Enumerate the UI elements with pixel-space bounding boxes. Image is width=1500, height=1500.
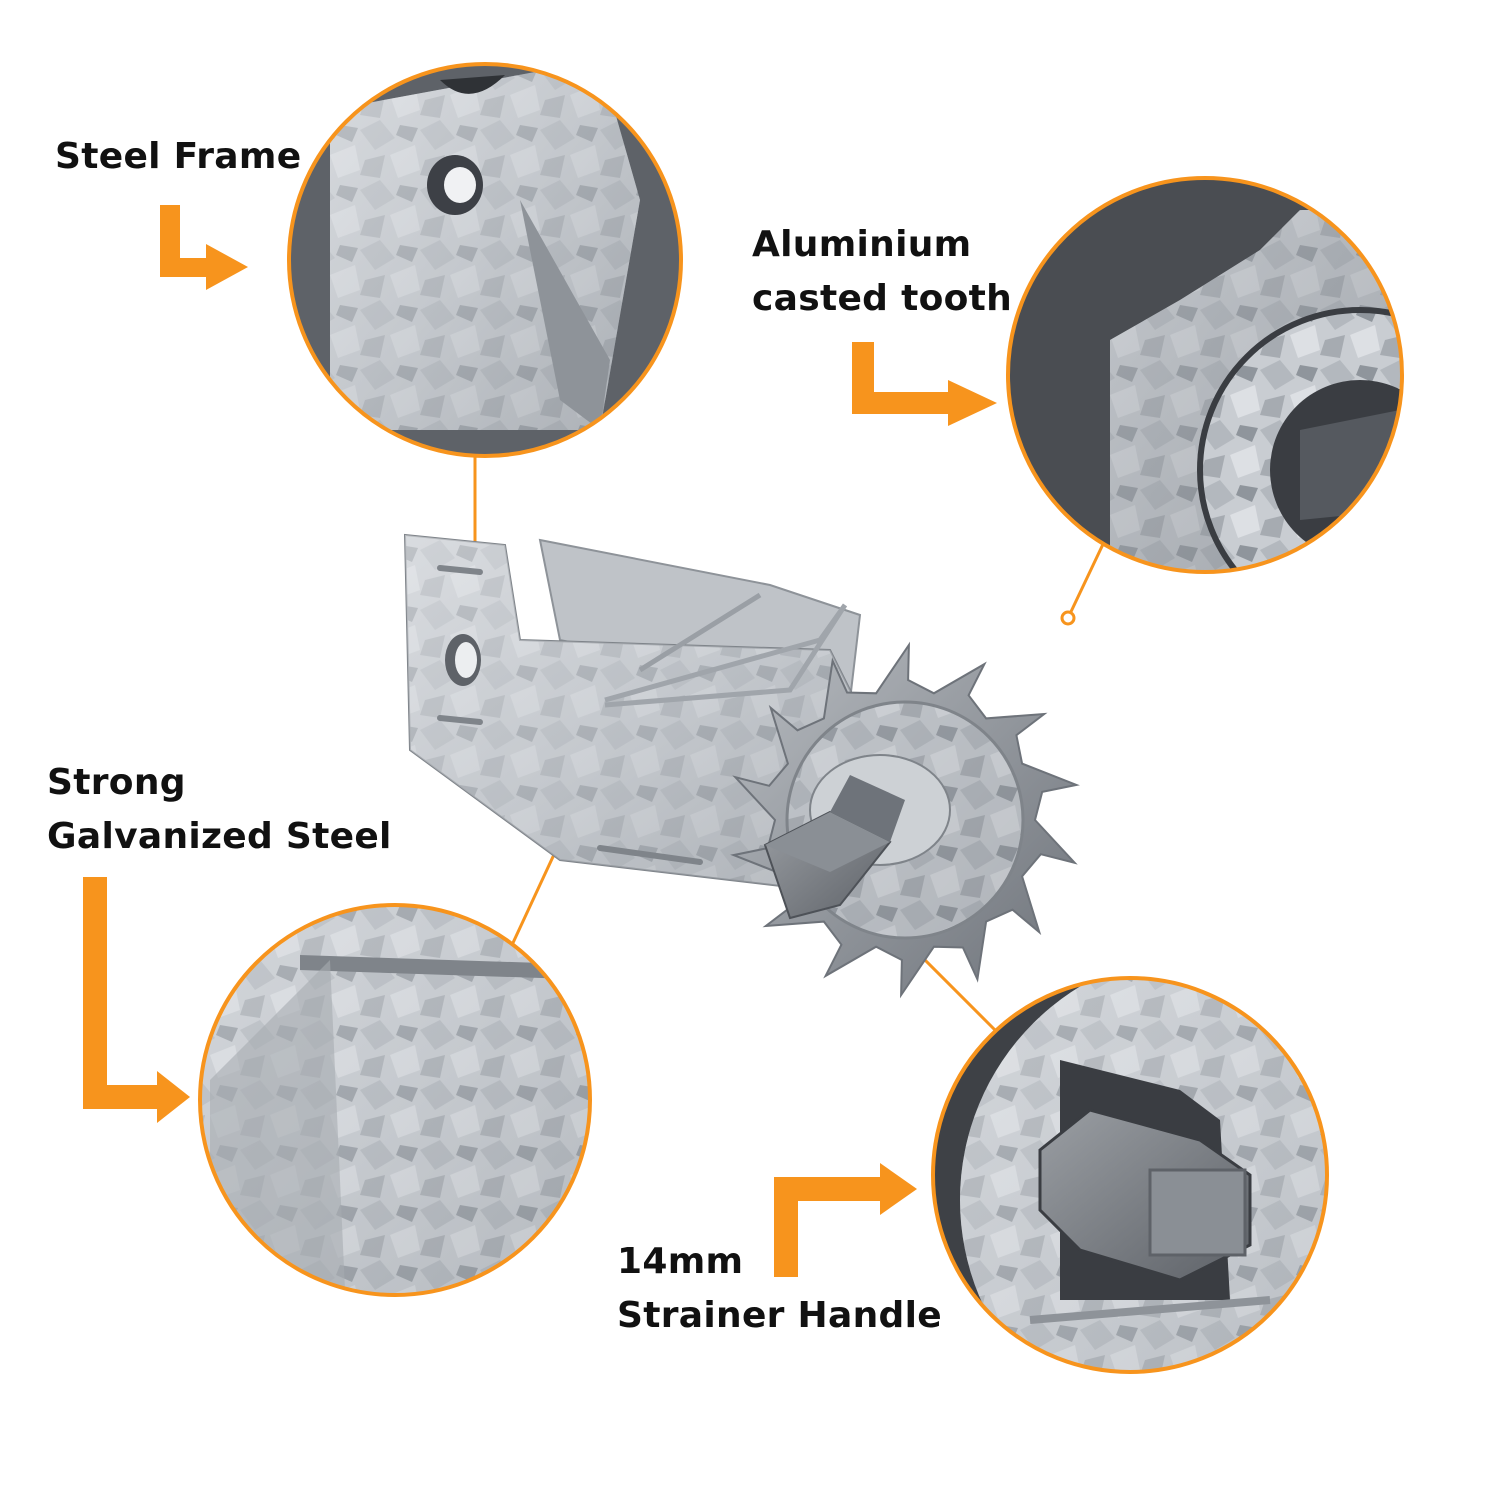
arrow-steel-frame — [160, 205, 248, 290]
label-steel-frame-line1: Steel Frame — [55, 136, 302, 177]
label-galvanized-steel-line2: Galvanized Steel — [47, 816, 392, 857]
zoom-circle-galvanized-steel — [198, 903, 592, 1297]
label-galvanized-steel-line1: Strong — [47, 762, 186, 803]
label-strainer-handle: 14mm Strainer Handle — [617, 1235, 942, 1343]
label-aluminium-tooth-line2: casted tooth — [752, 278, 1013, 319]
arrow-galvanized-steel — [83, 877, 190, 1123]
arrow-aluminium-tooth — [852, 342, 997, 426]
label-strainer-handle-line1: 14mm — [617, 1241, 744, 1282]
connector-tooth — [1066, 539, 1107, 619]
zoom-circle-strainer-handle — [931, 976, 1329, 1374]
zoom-circle-steel-frame — [287, 62, 683, 458]
wire-strainer-product — [403, 533, 1080, 999]
zoom-circle-aluminium-tooth — [1006, 176, 1404, 574]
label-aluminium-tooth-line1: Aluminium — [752, 224, 972, 265]
square-handle-knob — [763, 775, 905, 920]
label-steel-frame: Steel Frame — [55, 130, 301, 184]
label-strainer-handle-line2: Strainer Handle — [617, 1295, 942, 1336]
label-aluminium-tooth: Aluminium casted tooth — [752, 218, 1012, 326]
arrow-strainer-handle — [774, 1163, 917, 1277]
label-galvanized-steel: Strong Galvanized Steel — [47, 756, 392, 864]
